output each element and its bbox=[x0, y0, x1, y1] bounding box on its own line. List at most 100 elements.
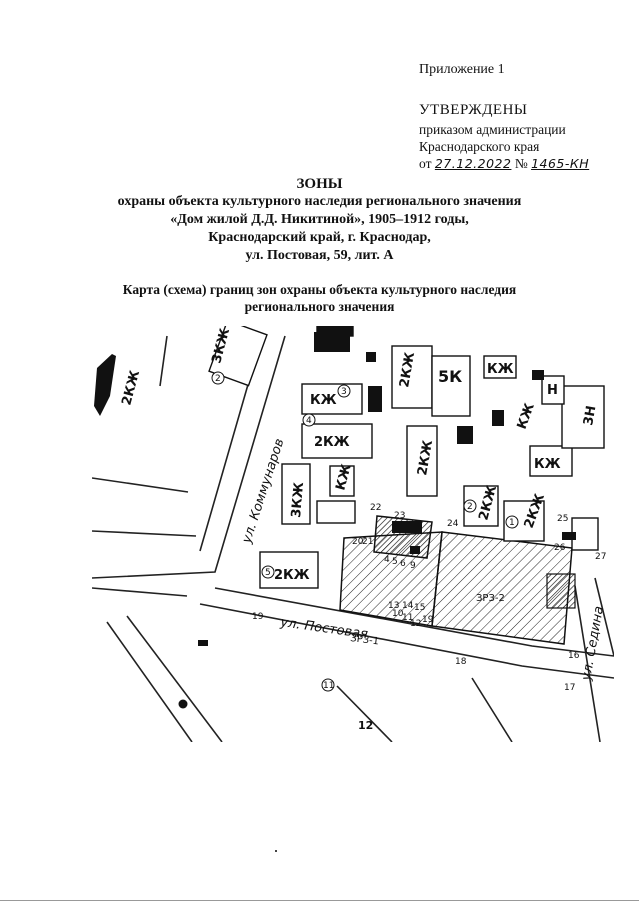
order-from-label: от bbox=[419, 156, 432, 171]
point-10: 10 bbox=[392, 609, 404, 619]
circle-4: 4 bbox=[306, 416, 312, 426]
zone-corner-hatch bbox=[546, 573, 576, 609]
label-2kzh-nw: 2КЖ bbox=[119, 369, 143, 407]
building-kzh-d bbox=[529, 445, 573, 477]
building-2kzh-b bbox=[301, 423, 373, 459]
label-zrz1: ЗРЗ-1 bbox=[350, 633, 380, 647]
sedina-edge-west bbox=[574, 585, 601, 742]
approved-heading: УТВЕРЖДЕНЫ bbox=[419, 102, 528, 118]
label-3n: 3Н bbox=[581, 404, 599, 426]
order-date: 27.12.2022 bbox=[434, 156, 512, 171]
circle-5: 5 bbox=[265, 568, 271, 578]
point-6: 6 bbox=[400, 559, 406, 569]
order-issuer-line2: Краснодарского края bbox=[419, 139, 540, 154]
building-3n bbox=[561, 385, 605, 449]
circle-2: 2 bbox=[215, 374, 221, 384]
kommunarov-edge-east bbox=[92, 335, 286, 579]
point-24: 24 bbox=[447, 519, 459, 529]
building-3kzh bbox=[208, 326, 268, 387]
circle-1: 1 bbox=[509, 518, 515, 528]
order-number: 1465-КН bbox=[531, 156, 590, 171]
label-zrz2: ЗРЗ-2 bbox=[476, 593, 505, 604]
dark-markings bbox=[94, 332, 576, 709]
point-9: 9 bbox=[410, 561, 416, 571]
label-kzh-a: КЖ bbox=[487, 362, 514, 377]
building-kzh-b bbox=[301, 383, 363, 415]
circle-markers: 2 3 4 5 1 2 11 12 bbox=[211, 371, 519, 732]
point-22: 22 bbox=[370, 503, 381, 513]
label-5k: 5К bbox=[438, 367, 462, 386]
street-sedina: ул. Седина bbox=[579, 605, 607, 683]
point-27: 27 bbox=[595, 552, 606, 562]
point-13: 13 bbox=[388, 601, 399, 611]
label-n: Н bbox=[547, 383, 558, 398]
appendix-label: Приложение 1 bbox=[419, 62, 505, 77]
point-numbers: 19 20 21 22 23 24 25 26 27 16 17 18 19 4… bbox=[252, 503, 606, 693]
point-19b: 19 bbox=[422, 615, 434, 625]
building-5k bbox=[431, 355, 471, 417]
point-14: 14 bbox=[402, 601, 414, 611]
point-12: 12 bbox=[410, 619, 421, 629]
building-kzh-c bbox=[329, 465, 355, 497]
circle-3: 3 bbox=[341, 387, 347, 397]
building-outlines bbox=[208, 326, 605, 589]
title-line-1: охраны объекта культурного наследия реги… bbox=[117, 194, 522, 209]
point-17: 17 bbox=[564, 683, 575, 693]
point-11: 11 bbox=[402, 613, 413, 623]
point-15: 15 bbox=[414, 603, 425, 613]
label-2kzh-c: 2КЖ bbox=[415, 439, 436, 477]
label-2kzh-b: 2КЖ bbox=[314, 435, 350, 450]
label-3kzh-b: 3КЖ bbox=[289, 482, 307, 519]
road-edge-sw bbox=[92, 587, 188, 597]
postovaya-edge-north bbox=[214, 587, 614, 657]
title-line-4: ул. Постовая, 59, лит. А bbox=[245, 248, 394, 263]
zone-labels: ЗРЗ-2 ЗРЗ-1 bbox=[350, 593, 505, 647]
label-kzh-b: КЖ bbox=[310, 393, 337, 408]
point-26: 26 bbox=[554, 543, 566, 553]
map-caption-line-1: Карта (схема) границ зон охраны объекта … bbox=[122, 282, 517, 297]
point-25: 25 bbox=[557, 514, 568, 524]
diagonal-road-b bbox=[126, 615, 223, 742]
street-edge-nw bbox=[159, 335, 168, 387]
point-18: 18 bbox=[455, 657, 467, 667]
page-bottom-edge bbox=[0, 900, 639, 901]
order-number-sign: № bbox=[514, 156, 528, 171]
circle-11: 11 bbox=[323, 681, 334, 691]
circle-12: 12 bbox=[358, 719, 373, 732]
building-2kzh-a bbox=[391, 345, 433, 409]
sedina-edge-east bbox=[594, 577, 614, 657]
point-23: 23 bbox=[394, 511, 405, 521]
map-caption-line-2: регионального значения bbox=[244, 299, 395, 314]
point-21: 21 bbox=[362, 537, 373, 547]
title-line-3: Краснодарский край, г. Краснодар, bbox=[208, 230, 431, 245]
lower-block-edge bbox=[336, 685, 393, 742]
building-small bbox=[316, 500, 356, 524]
label-kzh-d: КЖ bbox=[534, 457, 561, 472]
street-edges bbox=[92, 335, 614, 742]
point-19a: 19 bbox=[252, 612, 264, 622]
block-edge-west bbox=[92, 477, 189, 493]
building-2kzh-c bbox=[406, 425, 438, 497]
label-2kzh-a: 2КЖ bbox=[397, 351, 418, 389]
label-kzh-c: КЖ bbox=[333, 462, 354, 492]
point-5: 5 bbox=[392, 557, 398, 567]
point-4: 4 bbox=[384, 555, 390, 565]
point-20: 20 bbox=[352, 537, 364, 547]
stray-mark bbox=[275, 850, 277, 852]
order-issuer-line1: приказом администрации bbox=[419, 122, 566, 137]
label-kzh-e: КЖ bbox=[515, 401, 538, 431]
lower-block-edge-2 bbox=[471, 677, 513, 742]
circle-2b: 2 bbox=[467, 502, 473, 512]
street-kommunarov: ул. Коммунаров bbox=[239, 437, 287, 546]
building-3kzh-b bbox=[281, 463, 311, 525]
point-16: 16 bbox=[568, 651, 580, 661]
diagonal-road-a bbox=[106, 621, 193, 742]
block-edge-west-2 bbox=[92, 530, 197, 537]
order-date-row: от 27.12.2022 № 1465-КН bbox=[419, 156, 589, 172]
label-2kzh-f: 2КЖ bbox=[274, 568, 310, 583]
zone-map: 3КЖ 2КЖ 5К КЖ КЖ 2КЖ 3КЖ КЖ 2КЖ 2КЖ КЖ 3… bbox=[92, 326, 614, 742]
building-kzh-a bbox=[483, 355, 517, 379]
document-title: ЗОНЫ bbox=[296, 176, 343, 192]
building-n bbox=[541, 375, 565, 405]
title-line-2: «Дом жилой Д.Д. Никитиной», 1905–1912 го… bbox=[170, 212, 469, 227]
